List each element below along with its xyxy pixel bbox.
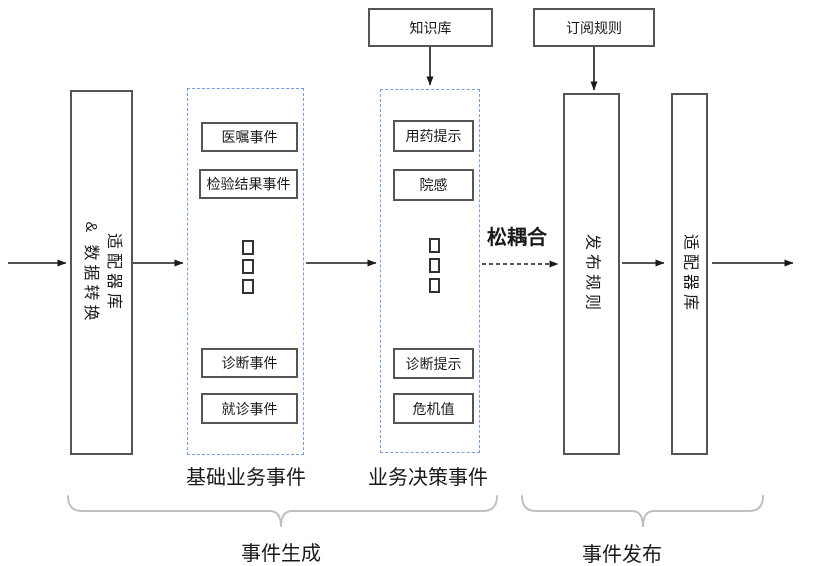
diagnosis-event-box: 诊断事件 bbox=[201, 348, 298, 378]
event-publish-label: 事件发布 bbox=[582, 544, 662, 566]
diagnosis-alert-label: 诊断提示 bbox=[405, 355, 462, 372]
diagnosis-event-label: 诊断事件 bbox=[221, 355, 278, 371]
knowledge-base-box: 知识库 bbox=[368, 8, 493, 47]
medication-alert-box: 用药提示 bbox=[393, 120, 474, 152]
visit-event-box: 就诊事件 bbox=[201, 393, 298, 424]
subscription-rules-label: 订阅规则 bbox=[566, 19, 622, 36]
adapter-input-label: 适配器库 & 数据转换 bbox=[79, 221, 125, 324]
publish-rules-label: 发布规则 bbox=[583, 233, 600, 315]
hospital-infection-box: 院感 bbox=[393, 169, 474, 201]
test-result-event-label: 检验结果事件 bbox=[206, 176, 291, 192]
basic-events-group: 医嘱事件 检验结果事件 诊断事件 就诊事件 bbox=[187, 88, 304, 455]
basic-events-caption: 基础业务事件 bbox=[186, 467, 306, 489]
event-generation-brace bbox=[67, 495, 498, 528]
subscription-rules-box: 订阅规则 bbox=[533, 8, 655, 47]
critical-value-box: 危机值 bbox=[393, 393, 474, 424]
test-result-event-box: 检验结果事件 bbox=[199, 169, 298, 199]
loose-coupling-label: 松耦合 bbox=[487, 227, 547, 249]
decision-events-group: 用药提示 院感 诊断提示 危机值 bbox=[380, 89, 480, 453]
adapter-input-label-line1: 适配器库 bbox=[104, 232, 122, 313]
adapter-input-box: 适配器库 & 数据转换 bbox=[70, 90, 133, 455]
ellipsis-placeholder-icon bbox=[429, 258, 440, 273]
event-generation-label: 事件生成 bbox=[241, 543, 321, 565]
diagnosis-alert-box: 诊断提示 bbox=[393, 348, 474, 379]
hospital-infection-label: 院感 bbox=[419, 177, 448, 193]
medication-alert-label: 用药提示 bbox=[405, 128, 462, 144]
critical-value-label: 危机值 bbox=[412, 400, 455, 417]
ellipsis-placeholder-icon bbox=[242, 240, 254, 255]
decision-events-caption: 业务决策事件 bbox=[368, 467, 488, 489]
medical-order-event-label: 医嘱事件 bbox=[221, 129, 278, 145]
ellipsis-placeholder-icon bbox=[242, 259, 254, 274]
adapter-input-label-line2: & 数据转换 bbox=[81, 220, 99, 325]
ellipsis-placeholder-icon bbox=[429, 238, 440, 253]
publish-rules-box: 发布规则 bbox=[563, 93, 620, 455]
visit-event-label: 就诊事件 bbox=[221, 400, 278, 417]
ellipsis-placeholder-icon bbox=[242, 279, 254, 294]
ellipsis-placeholder-icon bbox=[429, 278, 440, 293]
adapter-output-label: 适配器库 bbox=[681, 233, 698, 315]
adapter-output-box: 适配器库 bbox=[671, 93, 708, 455]
knowledge-base-label: 知识库 bbox=[409, 19, 452, 36]
event-publish-brace bbox=[521, 495, 764, 528]
medical-order-event-box: 医嘱事件 bbox=[201, 122, 298, 152]
